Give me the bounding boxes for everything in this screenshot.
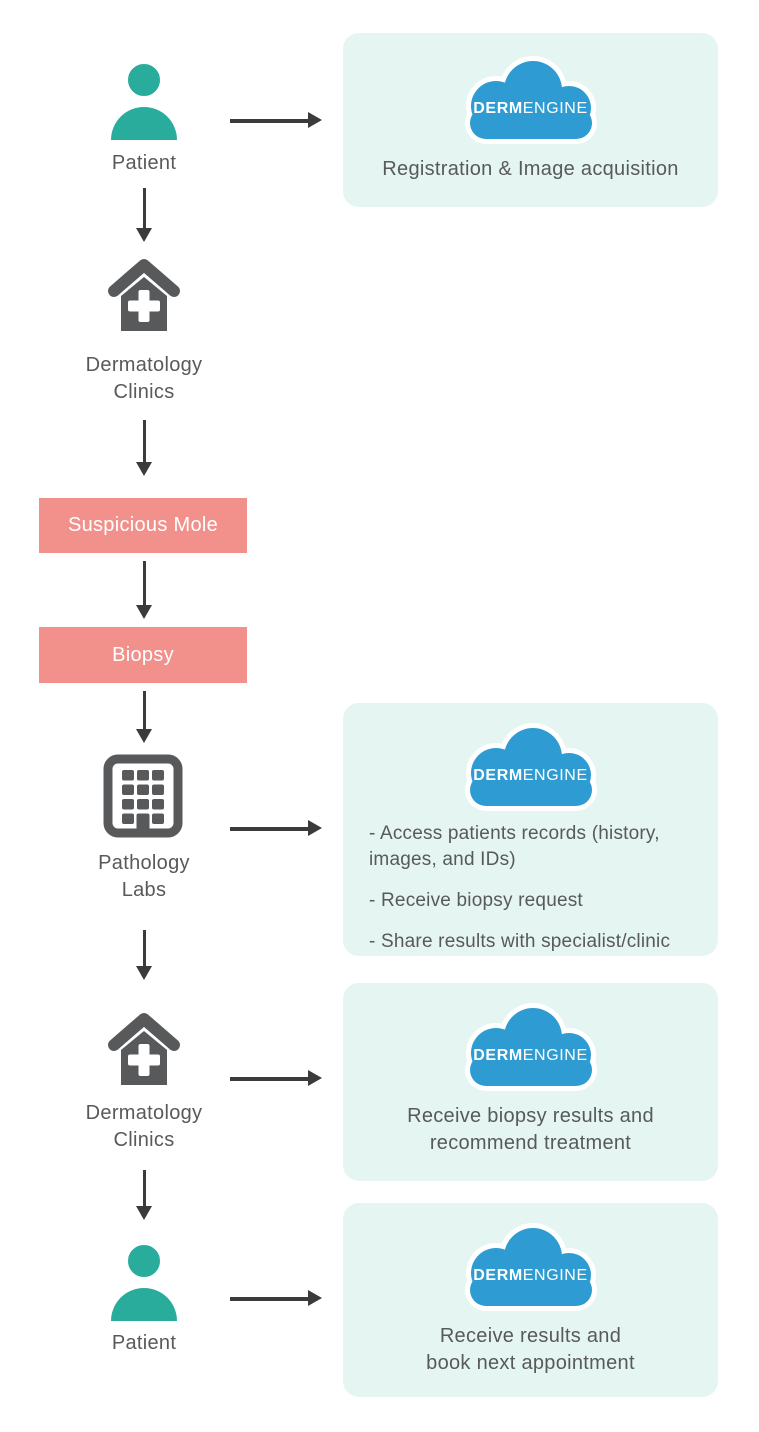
biopsy-label: Biopsy xyxy=(112,643,174,666)
down-arrow-icon xyxy=(136,420,153,476)
right-arrow-icon xyxy=(230,820,322,837)
dermatology-clinic-icon xyxy=(108,259,180,331)
pathology-functions-card: DERMENGINE - Access patients records (hi… xyxy=(343,703,718,956)
dermengine-wordmark: DERMENGINE xyxy=(473,767,588,784)
patient-results-card: DERMENGINE Receive results and book next… xyxy=(343,1203,718,1397)
dermatology-clinics-label: Dermatology Clinics xyxy=(85,354,203,403)
pathology-lab-icon xyxy=(103,754,183,838)
biopsy-box: Biopsy xyxy=(39,627,247,683)
down-arrow-icon xyxy=(136,561,153,619)
patient-bottom-label: Patient xyxy=(111,1332,177,1354)
cloud-icon xyxy=(464,56,597,144)
bullet-item: - Receive biopsy request xyxy=(369,890,583,911)
right-arrow-icon xyxy=(230,1070,322,1087)
dermengine-logo: DERMENGINE xyxy=(461,52,601,144)
pathology-labs-label: Pathology Labs xyxy=(98,852,190,901)
right-arrow-icon xyxy=(230,1290,322,1307)
bullet-item: - Share results with specialist/clinic xyxy=(369,931,671,952)
cloud-icon xyxy=(464,1223,597,1311)
registration-caption: Registration & Image acquisition xyxy=(382,158,679,180)
down-arrow-icon xyxy=(136,930,153,980)
down-arrow-icon xyxy=(136,1170,153,1220)
suspicious-mole-box: Suspicious Mole xyxy=(39,498,247,553)
dermengine-wordmark: DERMENGINE xyxy=(473,1267,588,1284)
dermatology-clinic-icon xyxy=(108,1013,180,1085)
patient-top-label: Patient xyxy=(111,152,177,174)
dermengine-wordmark: DERMENGINE xyxy=(473,1047,588,1064)
dermengine-wordmark: DERMENGINE xyxy=(473,100,588,117)
dermengine-logo: DERMENGINE xyxy=(461,1219,601,1311)
dermengine-logo: DERMENGINE xyxy=(461,999,601,1091)
down-arrow-icon xyxy=(136,188,153,242)
cloud-icon xyxy=(464,1003,597,1091)
bullet-item: - Access patients records (history, imag… xyxy=(369,823,660,870)
pathology-bullet-list: - Access patients records (history, imag… xyxy=(343,821,718,970)
suspicious-mole-label: Suspicious Mole xyxy=(67,514,219,536)
clinic-results-caption: Receive biopsy results and recommend tre… xyxy=(407,1105,654,1154)
clinic-results-card: DERMENGINE Receive biopsy results and re… xyxy=(343,983,718,1181)
patient-icon xyxy=(111,60,177,140)
registration-card: DERMENGINE Registration & Image acquisit… xyxy=(343,33,718,207)
dermatology-clinics-label: Dermatology Clinics xyxy=(85,1102,203,1151)
patient-results-caption: Receive results and book next appointmen… xyxy=(426,1325,635,1374)
patient-icon xyxy=(111,1241,177,1321)
cloud-icon xyxy=(464,723,597,811)
dermengine-logo: DERMENGINE xyxy=(461,719,601,811)
right-arrow-icon xyxy=(230,112,322,129)
down-arrow-icon xyxy=(136,691,153,743)
